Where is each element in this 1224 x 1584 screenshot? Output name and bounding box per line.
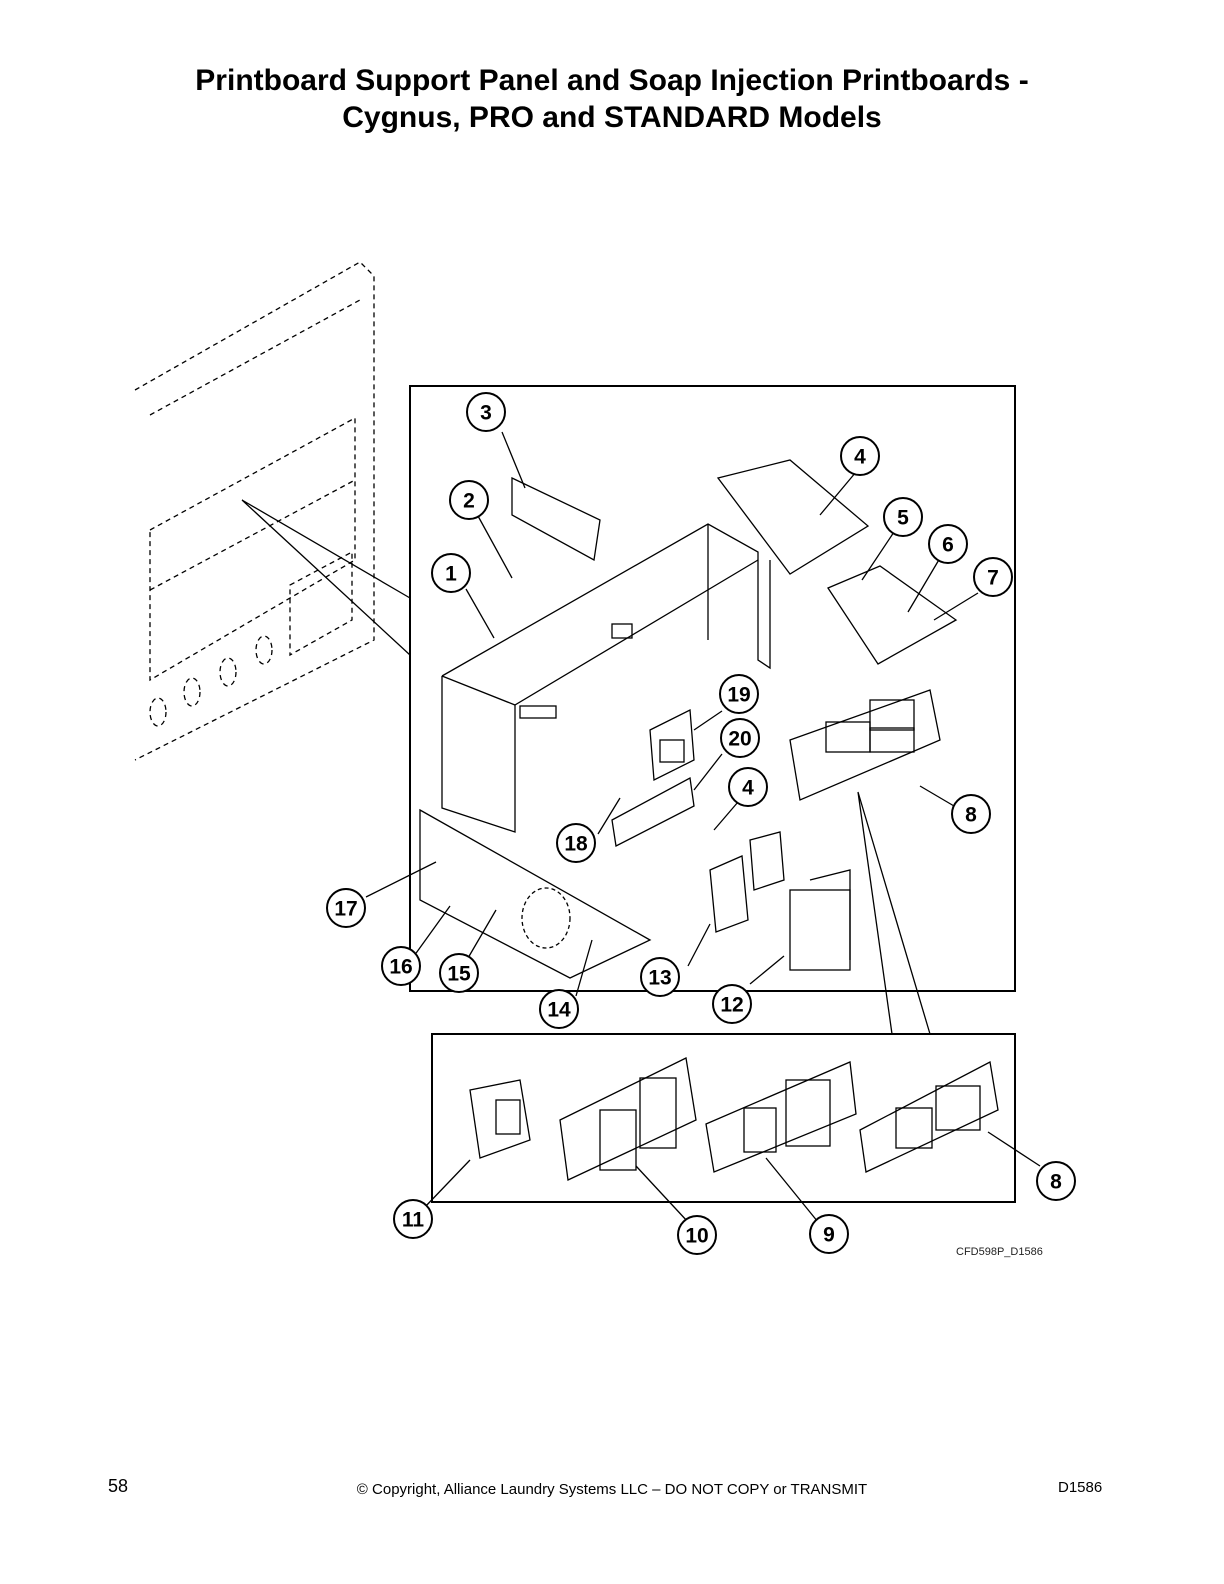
title-line-1: Printboard Support Panel and Soap Inject… [195,64,1029,97]
end-clamp-b [749,831,785,891]
callout-label: 12 [720,994,743,1017]
callout-10: 10 [677,1215,717,1255]
callout-20: 20 [720,718,760,758]
callout-8b: 8 [1036,1161,1076,1201]
callout-label: 16 [389,956,412,979]
callout-label: 11 [402,1209,425,1232]
printboard-small [649,708,695,782]
callout-label: 17 [334,898,357,921]
callout-9: 9 [809,1214,849,1254]
callout-5: 5 [883,497,923,537]
copyright-notice: © Copyright, Alliance Laundry Systems LL… [356,1481,868,1498]
callout-2: 2 [449,480,489,520]
page-number: 58 [108,1476,129,1496]
callout-16: 16 [381,946,421,986]
callout-label: 4 [742,777,754,800]
callout-label: 18 [564,833,588,856]
zoom-leader [241,499,411,656]
callout-19: 19 [719,674,759,714]
callout-label: 3 [480,402,492,425]
ground-panel [419,808,652,979]
variant-frame [431,1033,1016,1203]
callout-14: 14 [539,989,579,1029]
callout-1: 1 [431,553,471,593]
machine-cabinet-outline [134,261,375,761]
callout-label: 10 [685,1225,708,1248]
callout-4: 4 [840,436,880,476]
end-clamp-a [709,855,749,933]
callout-label: 19 [727,684,750,707]
callout-17: 17 [326,888,366,928]
callout-label: 8 [1050,1171,1062,1194]
callout-15: 15 [439,953,479,993]
page-title: Printboard Support Panel and Soap Inject… [0,62,1224,136]
variant-board-8 [859,1061,999,1173]
callout-12: 12 [712,984,752,1024]
callout-8: 8 [951,794,991,834]
callout-label: 9 [823,1224,835,1247]
variant-board-10 [559,1057,697,1181]
variant-board-11 [469,1079,531,1159]
callout-label: 14 [547,999,571,1022]
title-line-2: Cygnus, PRO and STANDARD Models [342,101,882,134]
callout-18: 18 [556,823,596,863]
callout-label: 15 [447,963,471,986]
variant-board-9 [705,1061,857,1173]
callout-label: 7 [987,567,999,590]
callout-label: 2 [463,490,475,513]
main-detail-frame [409,385,1016,992]
callout-label: 1 [445,563,457,586]
document-id: D1586 [1058,1479,1103,1496]
callout-6: 6 [928,524,968,564]
callout-label: 13 [648,967,671,990]
printboard-main [789,689,941,801]
callout-3: 3 [466,392,506,432]
callout-label: 20 [728,728,751,751]
callout-11: 11 [393,1199,433,1239]
din-rail [611,776,695,847]
callout-4b: 4 [728,767,768,807]
callout-label: 6 [942,534,954,557]
callout-7: 7 [973,557,1013,597]
figure-code: CFD598P_D1586 [956,1246,1043,1258]
callout-label: 4 [854,446,866,469]
callout-label: 8 [965,804,977,827]
callout-label: 5 [897,507,909,530]
relay-block [789,869,851,971]
support-bracket-drawing [441,523,771,833]
callout-13: 13 [640,957,680,997]
